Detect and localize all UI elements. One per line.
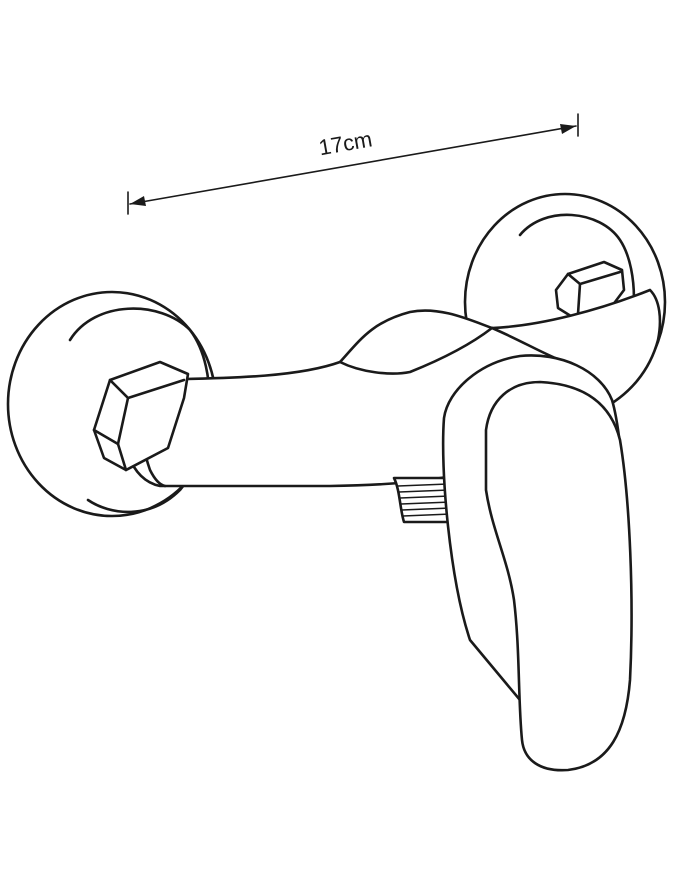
thread-line-6 — [402, 513, 452, 517]
thread-line-3 — [399, 495, 451, 499]
lever-handle — [484, 380, 633, 772]
outlet-thread — [392, 476, 453, 524]
thread-line-5 — [401, 507, 452, 511]
handle-outline — [484, 380, 633, 772]
left-nut — [92, 360, 190, 472]
arrowhead-left — [130, 196, 146, 206]
dimension-line — [129, 125, 577, 205]
thread-line-2 — [398, 489, 450, 493]
body-top-ridge — [338, 326, 494, 375]
left-nut-edge-3 — [92, 428, 120, 446]
dimension-annotation: 17cm — [127, 113, 579, 215]
thread-line-4 — [400, 501, 452, 505]
thread-line-1 — [397, 483, 449, 487]
dimension-label: 17cm — [317, 126, 374, 160]
arrowhead-right — [560, 124, 576, 134]
right-nut-edge-2 — [576, 282, 582, 316]
